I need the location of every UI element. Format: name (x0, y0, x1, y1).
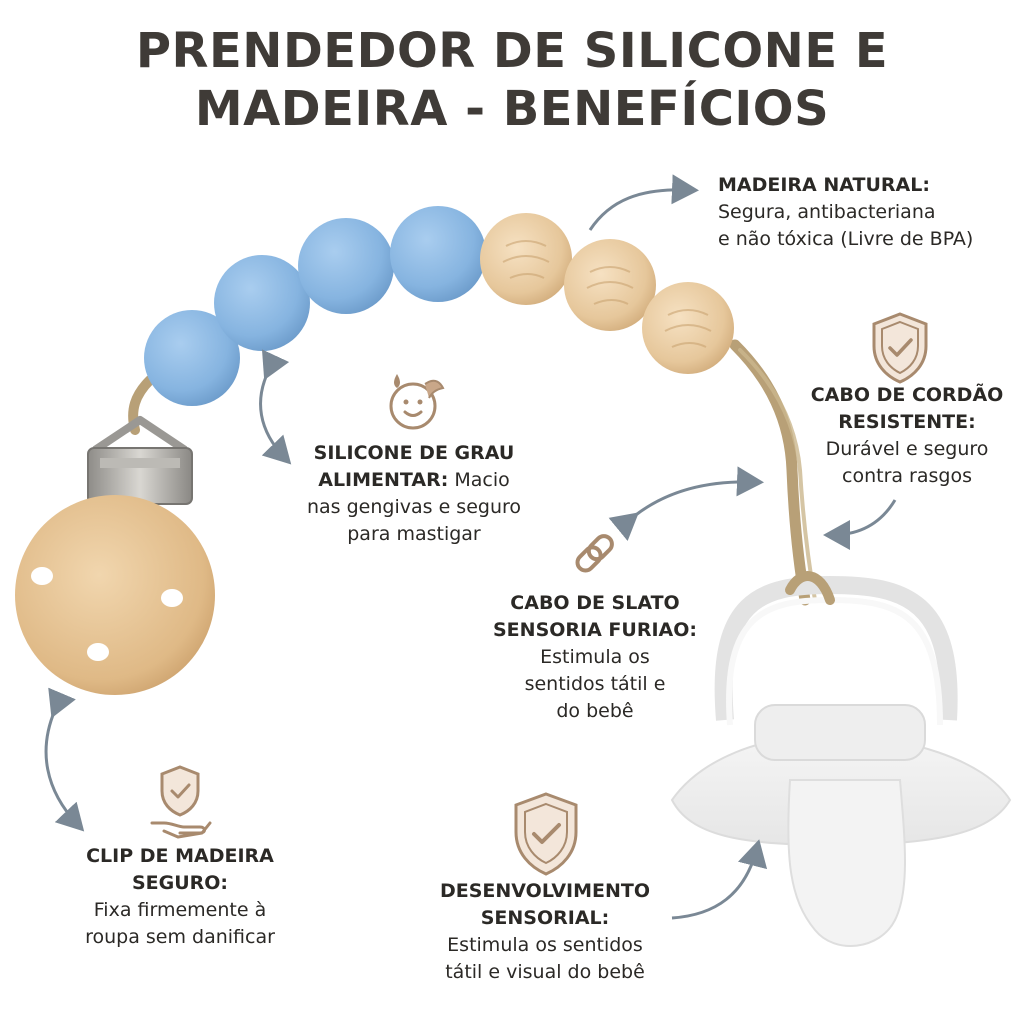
benefit-heading: CABO DE SLATO (510, 592, 680, 614)
benefit-heading: ALIMENTAR: (318, 469, 449, 491)
benefit-text: e não tóxica (Livre de BPA) (718, 228, 974, 250)
benefit-text: Durável e seguro (825, 438, 989, 460)
benefit-desenvolvimento-sensorial: DESENVOLVIMENTO SENSORIAL: Estimula os s… (410, 878, 680, 986)
wooden-clip-disc (15, 495, 215, 695)
benefit-heading: SENSORIA FURIAO: (493, 619, 697, 641)
benefit-cabo-cordao: CABO DE CORDÃO RESISTENTE: Durável e seg… (790, 382, 1024, 490)
benefit-heading: DESENVOLVIMENTO (439, 880, 650, 902)
chain-link-icon (575, 534, 614, 573)
benefit-heading: SILICONE DE GRAU (313, 442, 515, 464)
benefit-cabo-slato: CABO DE SLATO SENSORIA FURIAO: Estimula … (480, 590, 710, 725)
hand-shield-icon (150, 765, 212, 839)
benefit-text: contra rasgos (842, 465, 972, 487)
arrow-icon (671, 839, 768, 920)
arrow-icon (588, 174, 699, 231)
benefit-text: Macio (448, 469, 510, 491)
silicone-beads (144, 206, 486, 406)
benefit-text: tátil e visual do bebê (445, 961, 645, 983)
benefit-heading: CLIP DE MADEIRA (86, 845, 274, 867)
benefit-text: roupa sem danificar (85, 926, 275, 948)
arrow-icon (823, 499, 897, 550)
arrow-icon (608, 466, 764, 542)
benefit-text: para mastigar (347, 523, 481, 545)
wood-beads (480, 213, 734, 374)
benefit-heading: RESISTENTE: (838, 411, 976, 433)
benefit-text: Fixa firmemente à (93, 899, 267, 921)
baby-face-icon (389, 374, 445, 430)
benefit-text: Segura, antibacteriana (718, 201, 936, 223)
benefit-clip-madeira: CLIP DE MADEIRA SEGURO: Fixa firmemente … (40, 843, 320, 951)
benefit-text: nas gengivas e seguro (306, 496, 522, 518)
benefit-heading: SEGURO: (131, 872, 229, 894)
benefit-heading: CABO DE CORDÃO (810, 384, 1004, 406)
benefit-text: Estimula os (540, 646, 650, 668)
shield-check-icon (514, 792, 578, 876)
benefit-heading: SENSORIAL: (480, 907, 610, 929)
benefit-heading: MADEIRA NATURAL: (718, 174, 930, 196)
arrow-icon (259, 349, 292, 465)
benefit-text: sentidos tátil e (524, 673, 666, 695)
pacifier (670, 571, 1012, 947)
page-title: PRENDEDOR DE SILICONE E MADEIRA - BENEFÍ… (135, 23, 889, 137)
benefit-silicone: SILICONE DE GRAU ALIMENTAR: Macio nas ge… (280, 440, 548, 548)
shield-check-icon (872, 312, 928, 384)
benefit-text: do bebê (556, 700, 634, 722)
benefit-text: Estimula os sentidos (447, 934, 643, 956)
benefit-madeira-natural: MADEIRA NATURAL: Segura, antibacteriana … (718, 172, 973, 253)
arrow-icon (44, 687, 85, 832)
metal-clip (87, 416, 193, 505)
